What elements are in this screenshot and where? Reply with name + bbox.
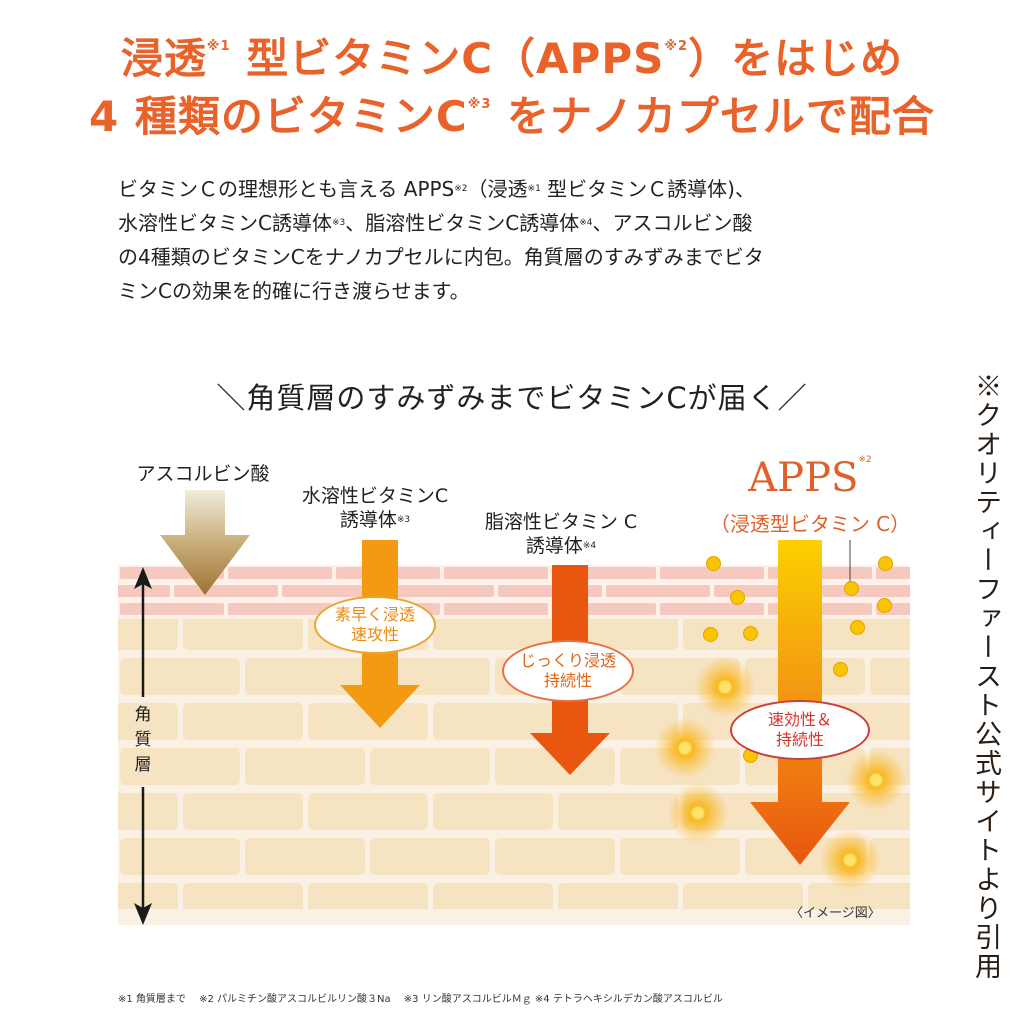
particle bbox=[730, 590, 745, 605]
footnote-mark: ※3 bbox=[467, 97, 492, 112]
particle bbox=[877, 598, 892, 613]
text: 素早く浸透 bbox=[334, 605, 415, 624]
footnote-mark: ※3 bbox=[331, 218, 346, 228]
headline-text: 型ビタミンC（APPS bbox=[230, 34, 665, 83]
headline-line-2: 4 種類のビタミンC※3 をナノカプセルで配合 bbox=[0, 96, 1024, 138]
text: APPS bbox=[748, 455, 859, 501]
text: 脂溶性ビタミン C bbox=[484, 511, 638, 533]
glowing-particle bbox=[695, 657, 755, 717]
ingredient-label-oil-soluble: 脂溶性ビタミン C 誘導体※4 bbox=[476, 510, 646, 558]
glowing-particle bbox=[820, 830, 880, 890]
headline-text: 浸透 bbox=[120, 34, 207, 83]
footnote-mark: ※4 bbox=[579, 218, 593, 228]
ascorbic-acid-arrow bbox=[160, 490, 250, 595]
footnote-mark: ※4 bbox=[582, 541, 597, 551]
source-citation: ※クオリティーファースト公式サイトより引用 bbox=[970, 372, 1001, 981]
diagram-subheading: ＼角質層のすみずみまでビタミンCが届く／ bbox=[216, 381, 808, 415]
text: 水溶性ビタミンC bbox=[301, 485, 449, 507]
image-note: 〈イメージ図〉 bbox=[790, 906, 881, 921]
water-soluble-property-bubble: 素早く浸透 速攻性 bbox=[314, 596, 436, 654]
description-line: 水溶性ビタミンC誘導体※3、脂溶性ビタミンC誘導体※4、アスコルビン酸 bbox=[118, 206, 918, 240]
headline-text: 4 種類のビタミンC bbox=[89, 92, 468, 141]
layer-label: 角質層 bbox=[134, 705, 152, 775]
ingredient-label-water-soluble: 水溶性ビタミンC 誘導体※3 bbox=[290, 484, 460, 532]
ingredient-label-ascorbic-acid: アスコルビン酸 bbox=[136, 463, 270, 485]
footnote-mark: ※2 bbox=[454, 184, 468, 194]
description-line: の4種類のビタミンCをナノカプセルに内包。角質層のすみずみまでビタ bbox=[118, 245, 764, 269]
text: （浸透 bbox=[467, 177, 528, 201]
apps-property-bubble: 速効性＆ 持続性 bbox=[730, 700, 870, 760]
text: 誘導体 bbox=[525, 535, 583, 557]
particle bbox=[878, 556, 893, 571]
apps-title: APPS※2 bbox=[720, 455, 900, 501]
glowing-particle bbox=[846, 750, 906, 810]
description-line: ビタミンＣの理想形とも言える APPS※2（浸透※1 型ビタミンＣ誘導体)、 bbox=[118, 172, 918, 206]
footnote-mark: ※3 bbox=[396, 515, 411, 525]
footnote-mark: ※1 bbox=[206, 39, 231, 54]
text: 水溶性ビタミンC誘導体 bbox=[118, 211, 332, 235]
footnote-mark: ※2 bbox=[858, 455, 872, 465]
text: 型ビタミンＣ誘導体)、 bbox=[540, 177, 755, 201]
text: 速攻性 bbox=[350, 625, 399, 644]
text: 速効性＆ bbox=[767, 710, 832, 729]
footnote-mark: ※1 bbox=[527, 184, 541, 194]
text: じっくり浸透 bbox=[519, 651, 616, 670]
footnote-mark: ※2 bbox=[664, 39, 689, 54]
oil-soluble-property-bubble: じっくり浸透 持続性 bbox=[502, 640, 634, 702]
text: 持続性 bbox=[543, 671, 592, 690]
particle bbox=[703, 627, 718, 642]
particle bbox=[706, 556, 721, 571]
headline-text: ）をはじめ bbox=[688, 34, 904, 83]
text: ビタミンＣの理想形とも言える APPS bbox=[118, 177, 455, 201]
description-line: ミンCの効果を的確に行き渡らせます。 bbox=[118, 279, 470, 303]
particle bbox=[844, 581, 859, 596]
text: 誘導体 bbox=[339, 509, 397, 531]
text: 、脂溶性ビタミンC誘導体 bbox=[345, 211, 580, 235]
headline-text: をナノカプセルで配合 bbox=[491, 92, 935, 141]
text: 、アスコルビン酸 bbox=[592, 211, 753, 235]
apps-pointer-line bbox=[849, 540, 851, 585]
particle bbox=[833, 662, 848, 677]
particle bbox=[743, 626, 758, 641]
layer-depth-arrow bbox=[134, 567, 152, 925]
description-paragraph: ビタミンＣの理想形とも言える APPS※2（浸透※1 型ビタミンＣ誘導体)、 水… bbox=[118, 172, 918, 308]
headline-line-1: 浸透※1 型ビタミンC（APPS※2）をはじめ bbox=[0, 38, 1024, 80]
glowing-particle bbox=[655, 718, 715, 778]
footnotes: ※1 角質層まで ※2 パルミチン酸アスコルビルリン酸３Na ※3 リン酸アスコ… bbox=[118, 994, 723, 1005]
glowing-particle bbox=[668, 783, 728, 843]
text: 持続性 bbox=[775, 730, 824, 749]
particle bbox=[850, 620, 865, 635]
apps-subtitle: （浸透型ビタミン C） bbox=[709, 512, 911, 536]
